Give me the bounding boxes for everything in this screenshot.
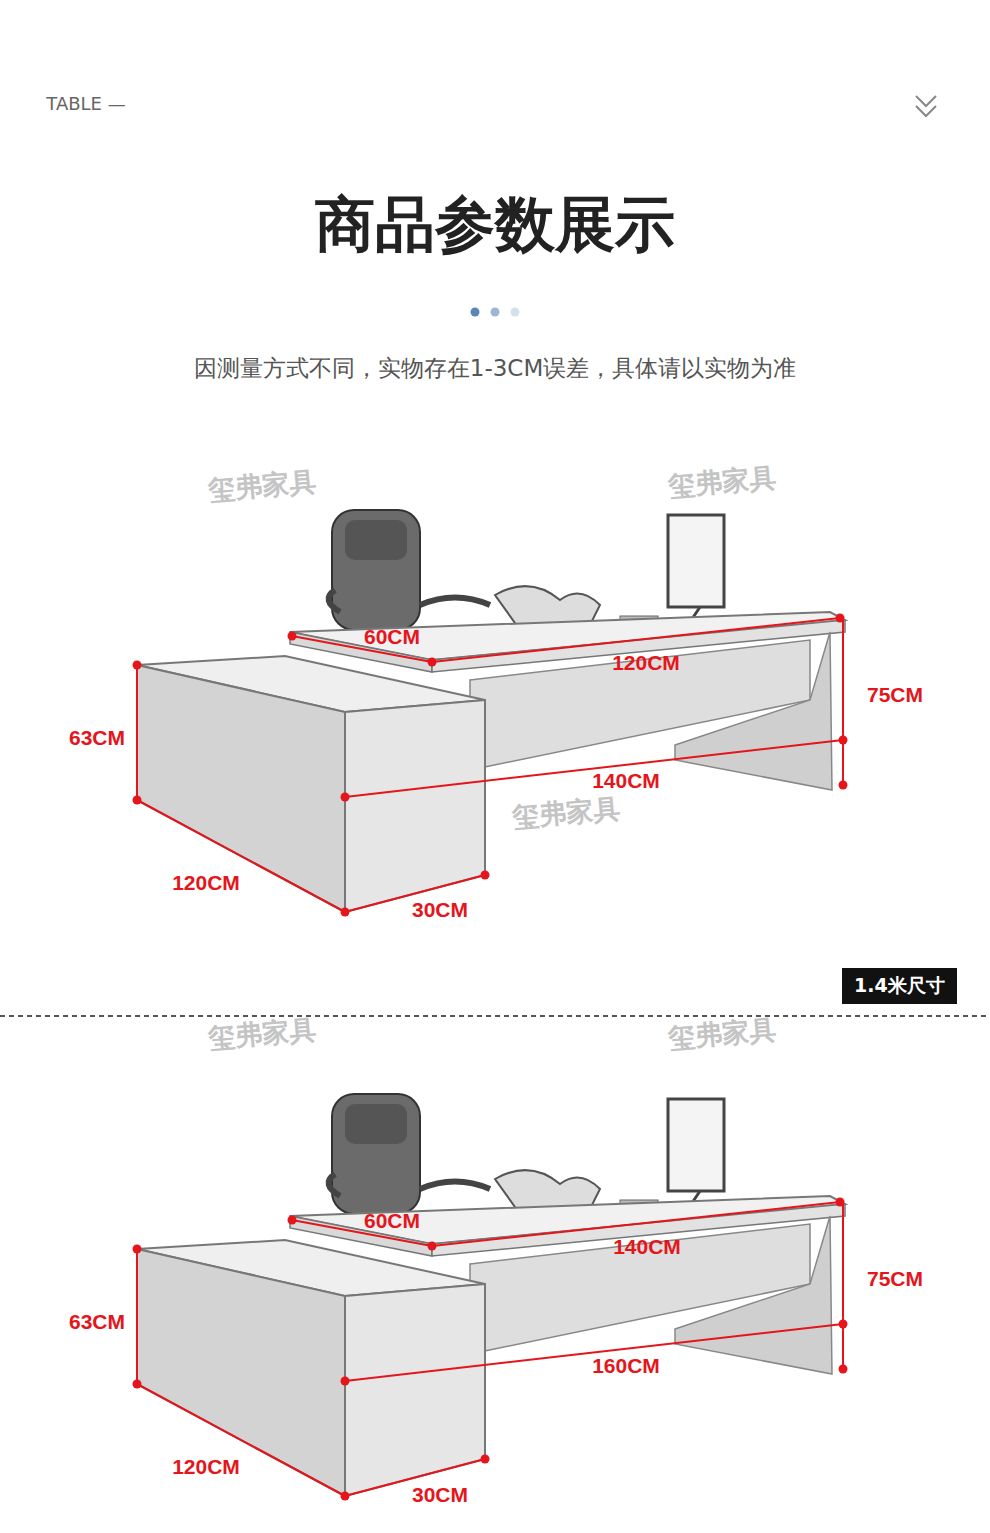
dimension-label: 63CM — [69, 1310, 125, 1334]
page-dot — [471, 308, 480, 317]
dimension-label: 60CM — [364, 625, 420, 649]
dimension-label: 120CM — [172, 871, 240, 895]
dimension-label: 60CM — [364, 1209, 420, 1233]
dimension-label: 30CM — [412, 1483, 468, 1507]
dimension-label: 75CM — [867, 683, 923, 707]
dimension-label: 140CM — [592, 769, 660, 793]
section-tag: TABLE — — [46, 93, 125, 114]
dimension-label: 30CM — [412, 898, 468, 922]
desk-drawing — [133, 510, 848, 917]
dimension-label: 75CM — [867, 1267, 923, 1291]
chevron-icon — [916, 96, 936, 116]
page-title: 商品参数展示 — [315, 185, 675, 266]
dimension-label: 63CM — [69, 726, 125, 750]
desk-drawing — [133, 1094, 848, 1501]
page-dot — [491, 308, 500, 317]
dimension-label: 140CM — [613, 1235, 681, 1259]
note-text: 因测量方式不同，实物存在1-3CM误差，具体请以实物为准 — [194, 353, 796, 384]
watermark: 玺弗家具 — [207, 1011, 318, 1056]
watermark: 玺弗家具 — [667, 1011, 778, 1056]
page-dot — [511, 308, 520, 317]
watermark: 玺弗家具 — [511, 790, 622, 835]
dimension-label: 160CM — [592, 1354, 660, 1378]
dimension-label: 120CM — [612, 651, 680, 675]
divider-line — [0, 1015, 990, 1017]
tag-text: 1.4米尺寸 — [854, 974, 945, 996]
watermark: 玺弗家具 — [667, 459, 778, 504]
size-tag: 1.4米尺寸 — [842, 968, 957, 1004]
watermark: 玺弗家具 — [207, 463, 318, 508]
dimension-label: 120CM — [172, 1455, 240, 1479]
